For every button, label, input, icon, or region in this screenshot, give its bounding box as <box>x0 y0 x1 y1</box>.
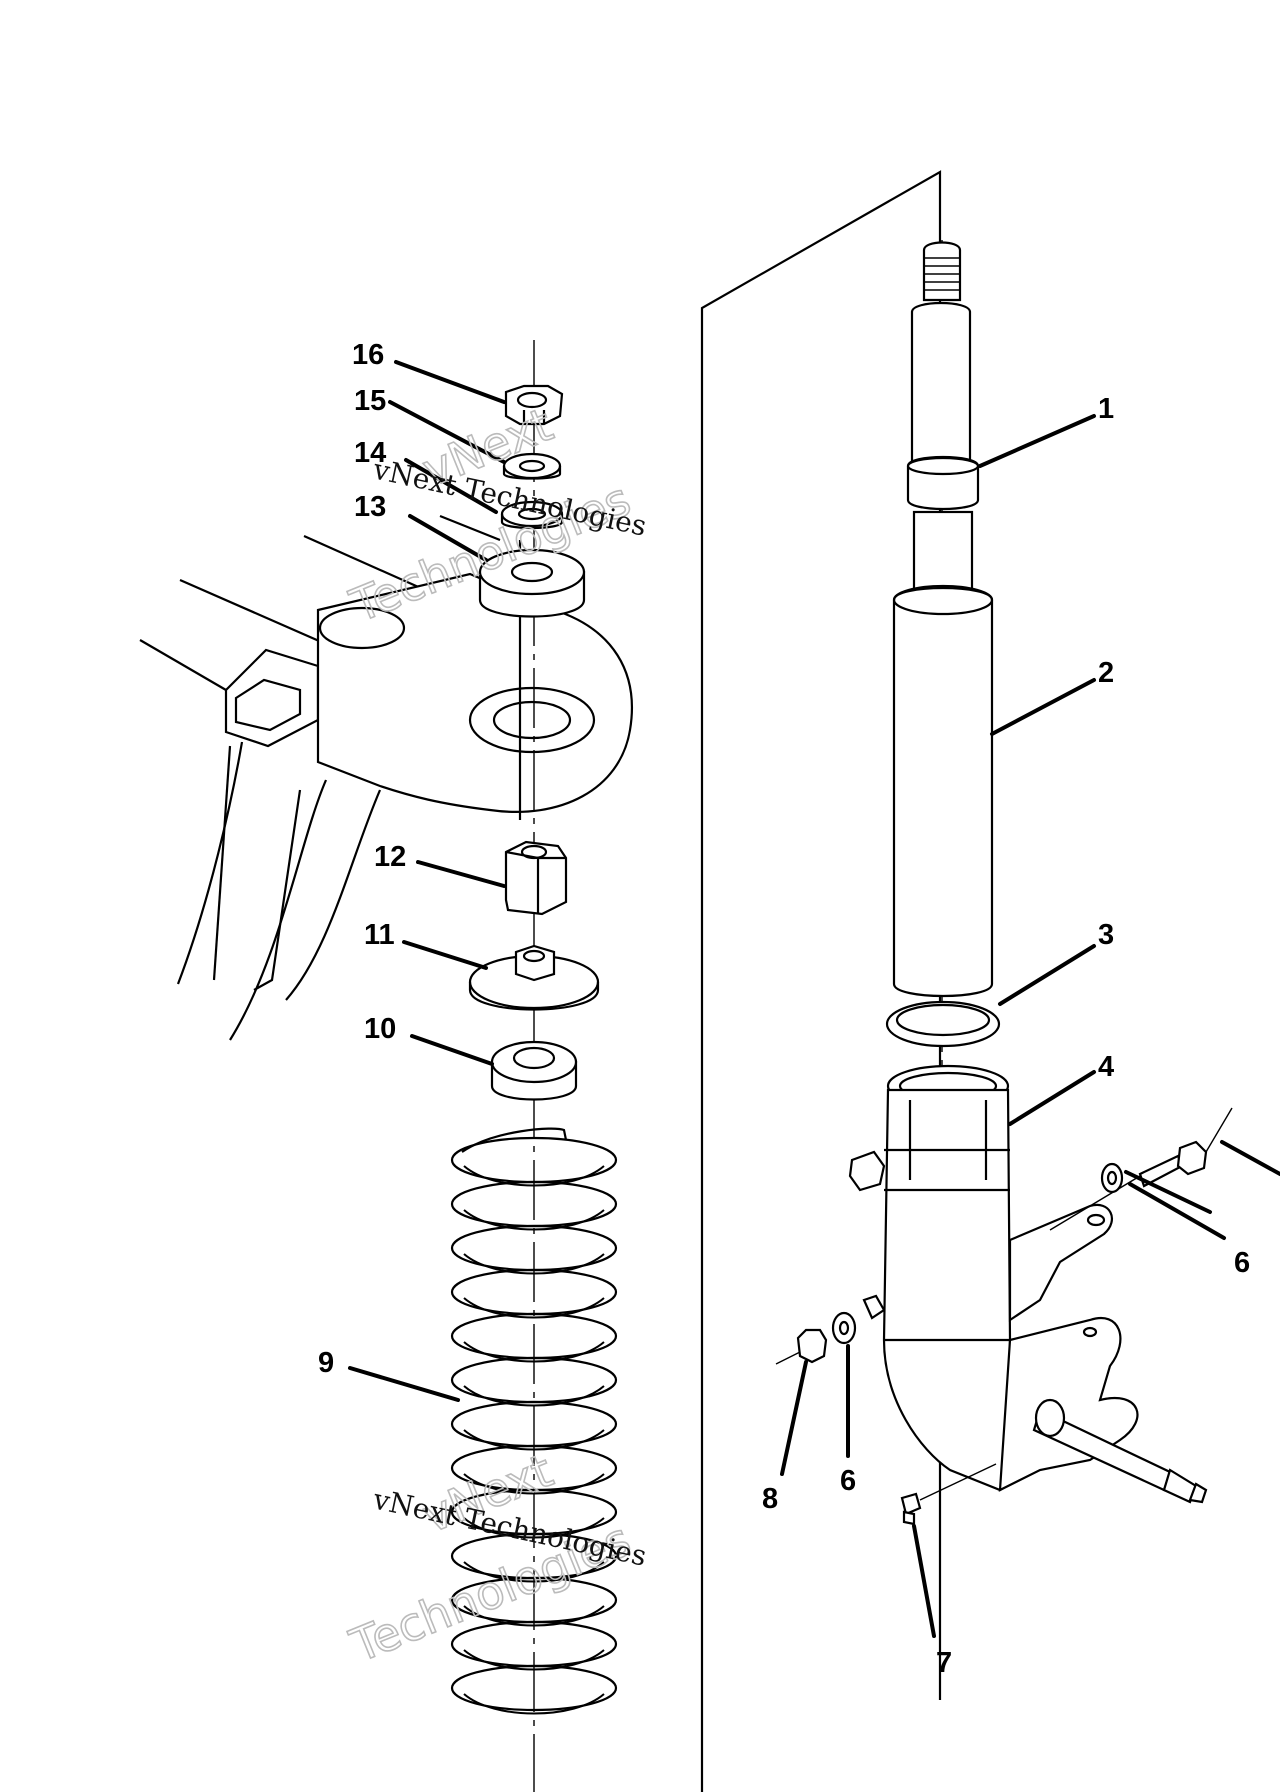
callout-13: 13 <box>354 491 386 523</box>
spring-coil-inner <box>463 1517 605 1539</box>
spring-coil-inner <box>463 1693 605 1715</box>
leader-lines <box>348 360 1280 1638</box>
spring-coil-inner <box>463 1209 605 1231</box>
callout-16: 16 <box>352 339 384 371</box>
callout-6-right: 6 <box>1234 1247 1250 1279</box>
part-12-spacer-nut <box>504 840 568 916</box>
spring-coil-inner <box>463 1429 605 1451</box>
watermark-bottom: vNext Technologies vNext Technologies <box>342 1442 650 1674</box>
callout-3: 3 <box>1098 919 1114 951</box>
callout-4: 4 <box>1098 1051 1114 1083</box>
callout-1: 1 <box>1098 393 1114 425</box>
part-10-bushing <box>490 1040 578 1101</box>
spring-top-end <box>461 1127 568 1153</box>
callout-7: 7 <box>936 1647 952 1679</box>
part-14-washer <box>500 500 564 530</box>
part-11-retainer <box>468 944 600 1011</box>
callout-9: 9 <box>318 1347 334 1379</box>
spring-coil-inner <box>463 1341 605 1363</box>
part-6-washer-right <box>1100 1162 1124 1194</box>
spring-coil-inner <box>463 1297 605 1319</box>
callouts: 1 2 3 4 6 6 7 8 9 10 11 12 13 14 15 16 <box>318 339 1250 1679</box>
spring-coil-inner <box>463 1385 605 1407</box>
spring-coil-inner <box>463 1561 605 1583</box>
frame-arm <box>139 514 633 1041</box>
callout-14: 14 <box>354 437 386 469</box>
part-8-nut <box>775 1328 828 1365</box>
spring-coil-inner <box>463 1605 605 1627</box>
part-9-coil-spring <box>450 1127 618 1715</box>
part-16-nut <box>504 384 564 426</box>
part-13-bushing <box>478 548 586 618</box>
part-7-grease-fitting <box>900 1463 997 1526</box>
part-6-washer-left <box>831 1311 857 1345</box>
callout-12: 12 <box>374 841 406 873</box>
callout-6-left: 6 <box>840 1465 856 1497</box>
spring-coil-inner <box>463 1649 605 1671</box>
part-1-shock-rod <box>906 241 980 594</box>
callout-11: 11 <box>364 919 395 951</box>
callout-2: 2 <box>1098 657 1114 689</box>
spring-coil-inner <box>463 1253 605 1275</box>
part-5-bolt <box>1049 1107 1233 1231</box>
part-3-oring <box>885 1000 1001 1048</box>
spring-coil <box>450 1664 618 1712</box>
part-4-knuckle <box>848 1064 1208 1504</box>
callout-8: 8 <box>762 1483 778 1515</box>
callout-10: 10 <box>364 1013 396 1045</box>
spring-coil-inner <box>463 1473 605 1495</box>
spring-coil-inner <box>463 1165 605 1187</box>
part-2-shock-body <box>892 584 994 998</box>
part-15-washer <box>502 452 562 480</box>
callout-15: 15 <box>354 385 386 417</box>
